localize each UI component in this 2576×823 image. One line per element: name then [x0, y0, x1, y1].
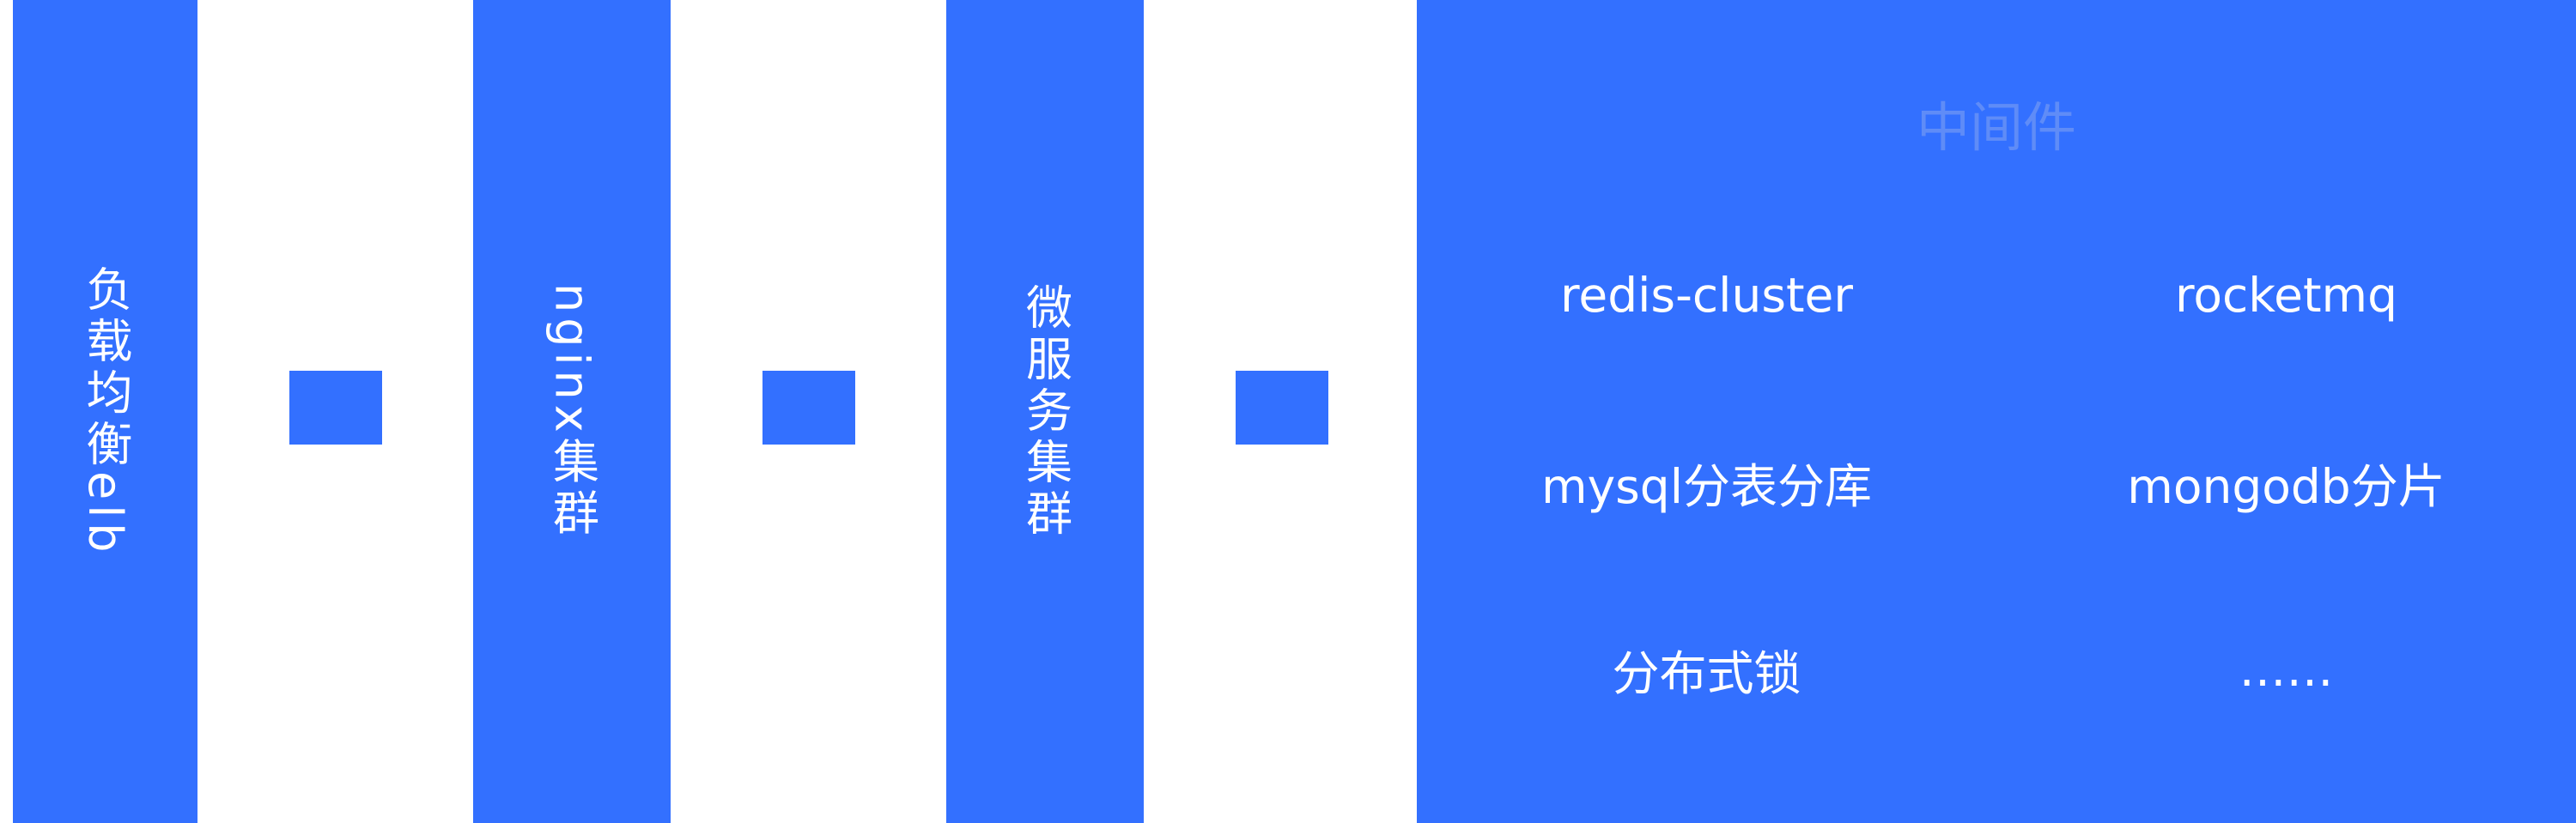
connector-square-3: [1236, 371, 1328, 445]
connector-square-2: [762, 371, 855, 445]
middleware-item-mongodb-sharding: mongodb分片: [2127, 459, 2445, 514]
middleware-items-grid: redis-cluster rocketmq mysql分表分库 mongodb…: [1417, 202, 2576, 763]
middleware-item-rocketmq: rocketmq: [2174, 268, 2398, 323]
stage-bar-load-balancer-elb: 负载均衡elb: [13, 0, 197, 823]
stage-label-microservice-cluster: 微服务集群: [1018, 282, 1072, 541]
middleware-panel: 中间件 redis-cluster rocketmq mysql分表分库 mon…: [1417, 0, 2576, 823]
middleware-item-redis-cluster: redis-cluster: [1560, 268, 1853, 323]
middleware-item-mysql-sharding: mysql分表分库: [1541, 459, 1872, 514]
stage-label-nginx-cluster: nginx集群: [544, 282, 599, 541]
middleware-item-distributed-lock: 分布式锁: [1612, 646, 1801, 701]
stage-bar-nginx-cluster: nginx集群: [473, 0, 671, 823]
connector-square-1: [289, 371, 382, 445]
stage-bar-microservice-cluster: 微服务集群: [946, 0, 1144, 823]
middleware-panel-title: 中间件: [1916, 96, 2076, 159]
stage-label-load-balancer-elb: 负载均衡elb: [78, 265, 132, 558]
middleware-item-ellipsis: ……: [2239, 642, 2334, 697]
